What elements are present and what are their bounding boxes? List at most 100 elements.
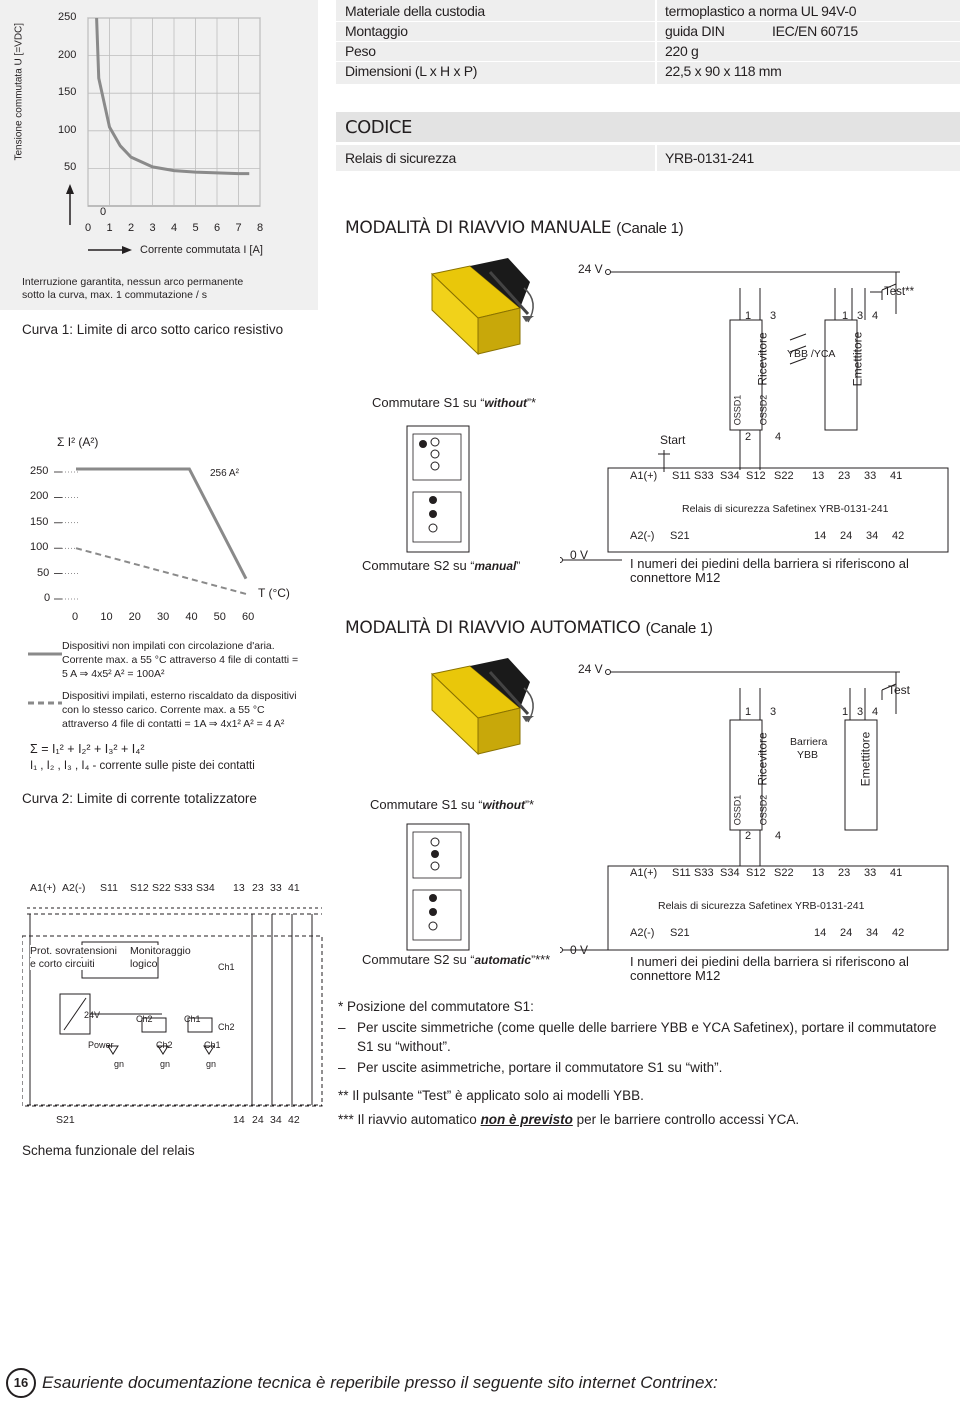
schema-terminal: 14 — [233, 1114, 245, 1126]
terminal-label: 14 — [814, 927, 827, 939]
note-2b: S1 su “without”. — [357, 1039, 451, 1054]
manual-receiver: Ricevitore — [755, 332, 770, 386]
terminal-label: 33 — [864, 867, 877, 879]
note-5b: non è previsto — [480, 1112, 573, 1127]
schema-ch1: Ch1 — [204, 1040, 221, 1050]
manual-title-text: MODALITÀ DI RIAVVIO MANUALE — [345, 218, 612, 238]
curve2-caption: Curva 2: Limite di corrente totalizzator… — [22, 791, 257, 806]
auto-s2-text: Commutare S2 su — [362, 952, 471, 967]
manual-s2-text: Commutare S2 su — [362, 558, 471, 573]
schema-terminal: 33 — [270, 882, 282, 894]
curve2-ytick: 150 — [30, 515, 49, 528]
manual-ossd1: OSSD1 — [732, 394, 743, 426]
auto-ossd1: OSSD1 — [732, 794, 743, 826]
auto-s1-word: without — [482, 798, 526, 812]
terminal-label: S11 — [672, 867, 691, 879]
manual-test: Test** — [884, 286, 915, 298]
auto-s2-word: automatic — [474, 953, 532, 967]
spec-value: guida DIN — [665, 23, 725, 39]
curve2-series-2 — [75, 547, 247, 595]
manual-24v: 24 V — [578, 262, 603, 276]
terminal-label: S22 — [774, 470, 794, 482]
schema-terminal: 42 — [288, 1114, 300, 1126]
manual-note-1: I numeri dei piedini della barriera si r… — [630, 556, 909, 571]
curve2-formula: Σ = I₁² + I₂² + I₃² + I₄² — [30, 742, 145, 756]
terminal-label: S11 — [672, 470, 691, 482]
spec-value: 22,5 x 90 x 118 mm — [665, 63, 782, 79]
relay-device-image — [430, 258, 534, 356]
note-dash: – — [338, 1020, 346, 1035]
manual-emitter: Emettitore — [850, 331, 865, 387]
terminal-label: S22 — [774, 867, 794, 879]
codice-title: CODICE — [345, 117, 412, 138]
curve1-xtick: 5 — [192, 222, 199, 234]
curve1-origin: 0 — [100, 206, 107, 218]
curve2-series-1 — [76, 467, 248, 580]
schema-terminal: S22 — [152, 882, 171, 894]
pin: 4 — [872, 706, 879, 718]
manual-note-2: connettore M12 — [630, 570, 721, 585]
curve1-xtick: 6 — [214, 222, 221, 234]
curve1-ytick: 50 — [64, 161, 77, 174]
curve1-xtick: 2 — [128, 222, 135, 234]
manual-wiring-diagram — [560, 269, 949, 563]
relay-device-image — [430, 658, 534, 756]
divider — [655, 145, 657, 171]
note-5a: *** Il riavvio automatico — [338, 1112, 481, 1127]
auto-s1-instruction: Commutare S1 su “without”* — [370, 797, 535, 812]
auto-24v: 24 V — [578, 662, 603, 676]
relay-front-panel — [406, 425, 470, 553]
legend2-line: attraverso 4 file di contatti = 1A ⇒ 4x1… — [62, 718, 285, 730]
curve2-ytick: 250 — [30, 465, 49, 477]
codice-header-bg — [336, 112, 960, 142]
curve2-ytick: 100 — [30, 541, 49, 554]
note-4: ** Il pulsante “Test” è applicato solo a… — [338, 1088, 644, 1103]
auto-barrier-1: Barriera — [790, 736, 828, 748]
auto-note-1: I numeri dei piedini della barriera si r… — [630, 954, 909, 969]
curve1-xtick: 0 — [85, 222, 92, 234]
manual-s2-word: manual — [474, 559, 517, 573]
manual-relay-label: Relais di sicurezza Safetinex YRB-0131-2… — [682, 503, 889, 515]
schema-caption: Schema funzionale del relais — [22, 1143, 195, 1158]
curve2-xtick: 10 — [100, 611, 113, 623]
schema-terminal: S34 — [196, 882, 215, 894]
schema-box2-1: Monitoraggio — [130, 945, 191, 957]
curve2-xtick: 40 — [185, 611, 198, 623]
codice-label: Relais di sicurezza — [345, 150, 457, 166]
curve1-ytick: 150 — [58, 86, 77, 99]
terminal-label: 42 — [892, 530, 905, 542]
schema-gn: gn — [206, 1059, 217, 1069]
curve2-ytick: 50 — [37, 566, 50, 579]
relay-front-panel — [406, 823, 470, 951]
schema-ch2: Ch2 — [156, 1040, 173, 1050]
terminal-label: S33 — [694, 470, 714, 482]
terminal-label: 42 — [892, 927, 905, 939]
schema-terminal: S12 — [130, 882, 149, 894]
pin: 4 — [775, 830, 782, 842]
terminal-label: 24 — [840, 927, 853, 939]
curve1-chart — [66, 17, 261, 254]
curve2-xtick: 60 — [242, 611, 255, 623]
codice-value: YRB-0131-241 — [665, 150, 755, 166]
terminal-label: S33 — [694, 867, 714, 879]
curve1-bg — [0, 0, 318, 310]
page-number: 16 — [6, 1368, 36, 1398]
curve2-formula-2: I₁ , I₂ , I₃ , I₄ - corrente sulle piste… — [30, 760, 255, 772]
manual-s1-text: Commutare S1 su — [372, 395, 481, 410]
curve2-ylabel: Σ I² (A²) — [57, 435, 99, 449]
terminal-label: 33 — [864, 470, 877, 482]
schema-box1-2: e corto circuiti — [30, 958, 95, 970]
spec-label: Materiale della custodia — [345, 3, 485, 19]
pin: 4 — [872, 310, 879, 322]
curve1-series — [95, 17, 250, 176]
pin: 3 — [770, 310, 777, 322]
manual-s2-instruction: Commutare S2 su “manual” — [362, 558, 521, 573]
curve1-xtick: 8 — [257, 222, 264, 234]
manual-channel: (Canale 1) — [616, 220, 684, 237]
pin: 4 — [775, 431, 782, 443]
auto-note-2: connettore M12 — [630, 968, 721, 983]
manual-s1-suffix: * — [531, 395, 537, 410]
terminal-label: S21 — [670, 530, 690, 542]
auto-relay-label: Relais di sicurezza Safetinex YRB-0131-2… — [658, 900, 865, 912]
auto-wiring-diagram — [560, 669, 949, 953]
